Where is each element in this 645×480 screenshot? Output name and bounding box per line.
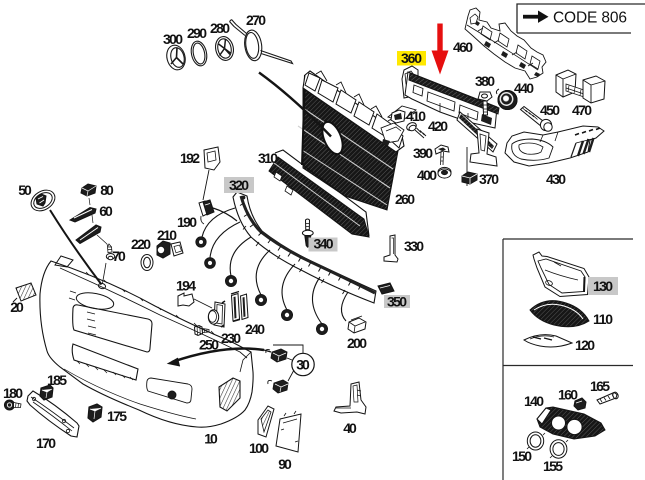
svg-text:420: 420 [428,118,448,134]
svg-text:270: 270 [246,12,266,28]
svg-text:130: 130 [593,278,613,294]
svg-text:194: 194 [176,278,196,294]
svg-text:150: 150 [512,448,532,464]
svg-text:200: 200 [347,335,367,351]
svg-text:70: 70 [112,248,126,264]
svg-text:340: 340 [314,236,334,252]
svg-text:180: 180 [3,385,23,401]
svg-text:20: 20 [10,299,24,315]
svg-text:10: 10 [204,431,218,447]
svg-text:110: 110 [593,311,613,327]
svg-text:100: 100 [249,440,269,456]
svg-text:290: 290 [187,25,207,41]
svg-text:160: 160 [558,387,578,403]
svg-text:210: 210 [157,227,177,243]
svg-text:50: 50 [18,182,32,198]
svg-text:390: 390 [413,145,433,161]
svg-text:320: 320 [229,177,249,193]
svg-text:80: 80 [100,182,114,198]
svg-text:280: 280 [210,20,230,36]
svg-text:30: 30 [296,357,310,373]
svg-text:230: 230 [221,330,241,346]
svg-text:410: 410 [406,108,426,124]
svg-text:240: 240 [245,321,265,337]
svg-text:40: 40 [343,420,357,436]
svg-text:470: 470 [572,102,592,118]
svg-text:250: 250 [199,337,219,353]
svg-text:175: 175 [107,408,127,424]
svg-text:330: 330 [404,238,424,254]
svg-text:60: 60 [99,203,113,219]
svg-text:400: 400 [417,167,437,183]
svg-text:260: 260 [395,191,415,207]
svg-text:192: 192 [180,150,200,166]
svg-text:310: 310 [258,150,278,166]
svg-text:300: 300 [163,31,183,47]
svg-text:120: 120 [575,337,595,353]
svg-text:155: 155 [543,458,563,474]
svg-text:CODE 806: CODE 806 [553,10,627,27]
svg-text:165: 165 [590,378,610,394]
svg-text:440: 440 [514,80,534,96]
svg-text:360: 360 [401,50,422,66]
svg-text:90: 90 [278,456,292,472]
svg-text:380: 380 [475,73,495,89]
svg-text:430: 430 [546,171,566,187]
svg-text:190: 190 [177,214,197,230]
svg-text:460: 460 [453,39,473,55]
svg-text:170: 170 [36,435,56,451]
svg-text:185: 185 [47,372,67,388]
svg-text:140: 140 [524,393,544,409]
svg-text:350: 350 [387,294,407,310]
svg-text:370: 370 [479,171,499,187]
svg-text:450: 450 [540,102,560,118]
svg-text:220: 220 [131,236,151,252]
